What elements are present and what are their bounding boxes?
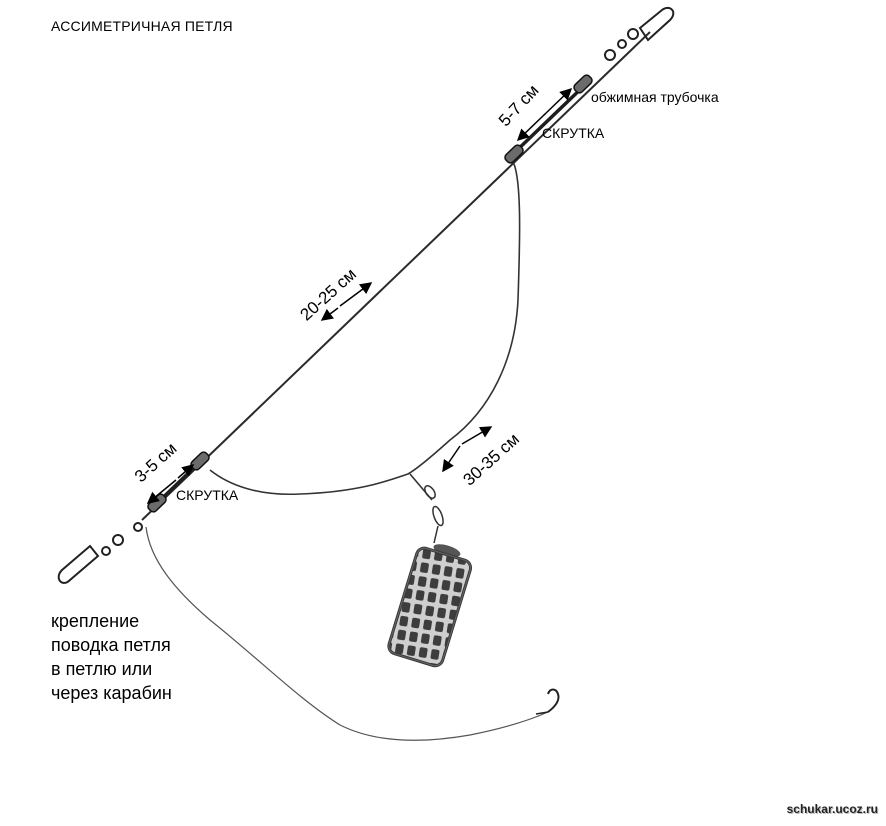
note-line-1: крепление [51,611,140,631]
arrow-loop-down [442,445,461,473]
arrow-main-up [339,282,373,307]
top-twist [504,144,524,164]
watermark: schukar.ucoz.ru [786,802,878,816]
feeder-hang-line [433,525,439,544]
main-line [141,31,651,521]
feeder-cage [387,544,473,668]
feeder-swivel [424,485,436,499]
top-swivel [604,6,675,61]
leader-line [145,526,549,741]
crimp-tube-label: обжимная трубочка [591,89,719,105]
diagram-title: АССИМЕТРИЧНАЯ ПЕТЛЯ [51,18,233,34]
note-line-4: через карабин [51,683,172,703]
top-crimp-tube [573,74,593,94]
top-stiff-section [510,80,590,157]
feeder-loop-line [209,159,521,496]
bottom-swivel [57,522,143,584]
bottom-twist [190,451,210,471]
note-line-2: поводка петля [51,635,171,655]
twist-bottom-label: СКРУТКА [176,487,239,503]
arrow-top-up [543,87,573,116]
twist-top-label: СКРУТКА [542,125,605,141]
feeder-snap [432,505,444,527]
attachment-note: крепление поводка петля в петлю или чере… [51,609,172,705]
arrow-bottom-up [177,464,195,479]
note-line-3: в петлю или [51,659,153,679]
hook [547,688,560,713]
arrow-main-down [320,307,339,321]
arrow-top-down [516,113,546,142]
arrow-bottom-down [146,479,177,504]
arrow-loop-up [461,426,493,445]
